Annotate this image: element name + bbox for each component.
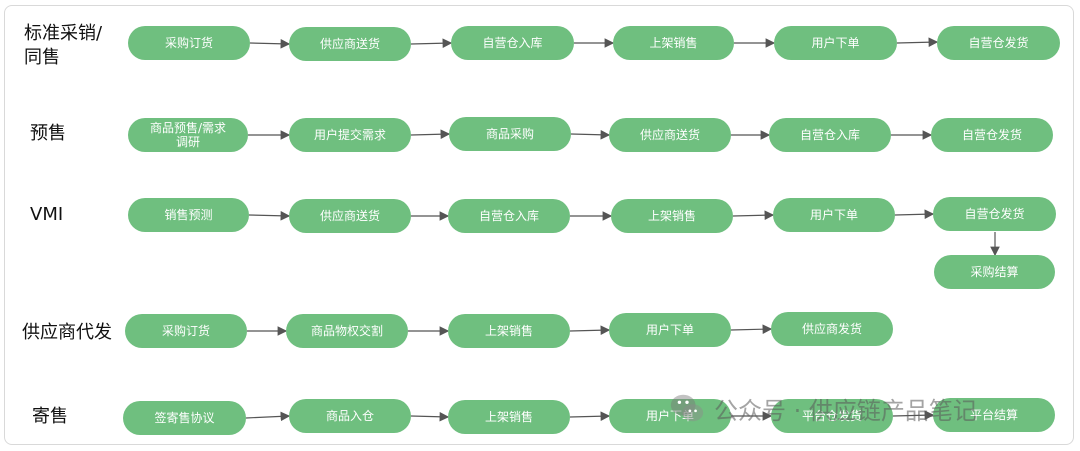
node-presale-survey: 商品预售/需求 调研	[128, 118, 248, 152]
arrow	[892, 410, 935, 421]
node-listing-sale: 上架销售	[448, 400, 570, 434]
node-product-warehousing: 商品入仓	[289, 399, 411, 433]
arrow	[245, 411, 291, 422]
node-warehouse-shipping: 自营仓发货	[931, 118, 1053, 152]
arrow	[569, 411, 611, 422]
node-supplier-delivery: 供应商送货	[609, 118, 731, 152]
node-listing-sale: 上架销售	[448, 314, 570, 348]
row-label-dropship: 供应商代发	[22, 322, 112, 343]
node-supplier-delivery: 供应商送货	[289, 27, 411, 61]
wechat-logo-icon	[670, 394, 704, 422]
arrow	[410, 38, 453, 49]
node-user-submit-demand: 用户提交需求	[289, 118, 411, 152]
node-warehouse-inbound: 自营仓入库	[448, 199, 570, 233]
row-label-consignment: 寄售	[32, 406, 68, 427]
arrow	[570, 129, 611, 140]
node-listing-sale: 上架销售	[613, 26, 734, 60]
arrow	[894, 209, 935, 220]
node-warehouse-shipping: 自营仓发货	[933, 197, 1056, 231]
node-user-order: 用户下单	[773, 198, 895, 232]
node-listing-sale: 上架销售	[611, 199, 733, 233]
node-sales-forecast: 销售预测	[128, 198, 249, 232]
node-supplier-shipping: 供应商发货	[771, 312, 893, 346]
node-purchase-settlement: 采购结算	[934, 255, 1055, 289]
node-user-order: 用户下单	[774, 26, 897, 60]
arrow	[569, 325, 611, 336]
node-supplier-delivery: 供应商送货	[289, 199, 411, 233]
arrow	[410, 411, 450, 422]
node-warehouse-shipping: 自营仓发货	[937, 26, 1060, 60]
arrow	[248, 210, 291, 221]
node-purchase-order: 采购订货	[128, 26, 250, 60]
node-consignment-agreement: 签寄售协议	[123, 401, 246, 435]
node-user-order: 用户下单	[609, 313, 731, 347]
arrow	[410, 129, 451, 140]
node-warehouse-inbound: 自营仓入库	[451, 26, 574, 60]
watermark: 公众号 · 供应链产品笔记	[668, 388, 977, 428]
arrow	[730, 324, 773, 335]
watermark-text: 公众号 · 供应链产品笔记	[714, 396, 977, 425]
node-ownership-transfer: 商品物权交割	[286, 314, 408, 348]
arrow	[732, 210, 775, 221]
row-label-vmi: VMI	[30, 204, 64, 225]
node-platform-settlement: 平台结算	[933, 398, 1055, 432]
node-user-order: 用户下单	[609, 399, 731, 433]
node-product-purchase: 商品采购	[449, 117, 571, 151]
row-label-presale: 预售	[30, 123, 66, 144]
arrow	[896, 37, 939, 48]
node-warehouse-inbound: 自营仓入库	[769, 118, 891, 152]
node-platform-shipping: 平台仓发货	[771, 399, 893, 433]
row-label-standard: 标准采销/ 同售	[24, 23, 103, 68]
node-purchase-order: 采购订货	[125, 314, 247, 348]
arrow	[249, 38, 291, 49]
